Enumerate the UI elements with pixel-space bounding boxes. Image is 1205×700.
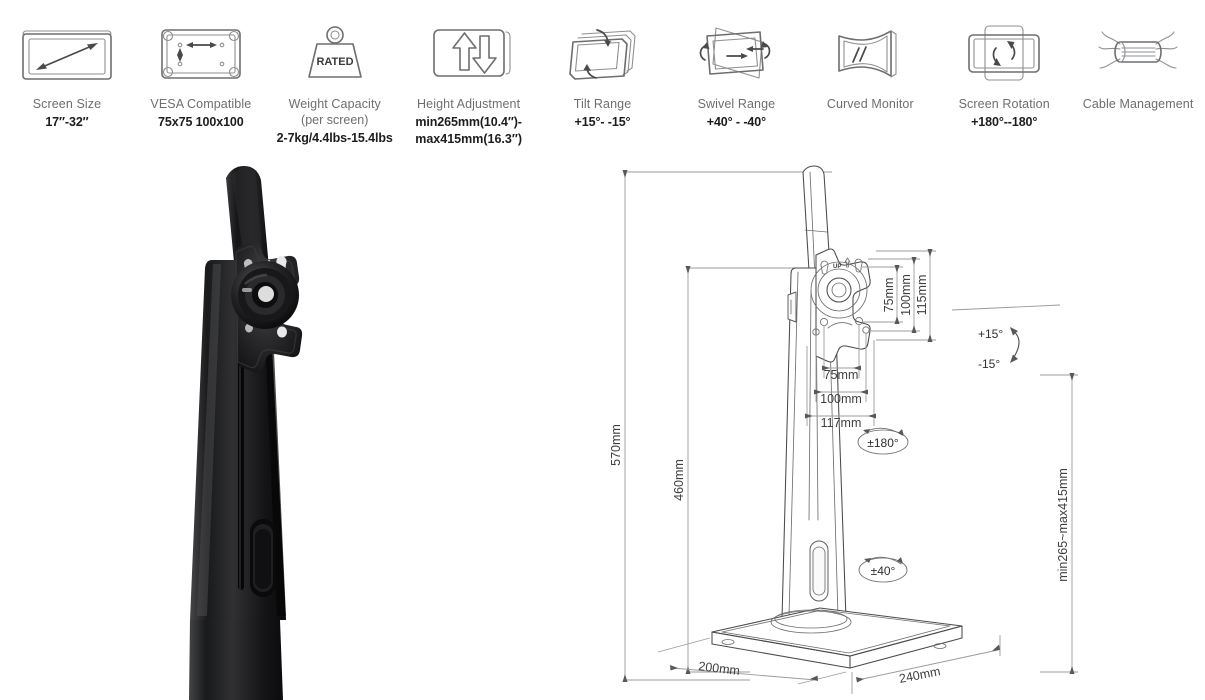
feature-label: Screen Size (32, 97, 102, 111)
dimension-plate-117mm: 117mm (805, 340, 876, 430)
rated-badge-text: RATED (316, 56, 353, 68)
dim-vesa-100mm-h: 100mm (820, 392, 862, 406)
dimension-vesa-100mm-v: 100mm (868, 257, 920, 333)
feature-swivel-range: Swivel Range +40° - -40° (669, 0, 803, 160)
dim-base-200mm: 200mm (698, 659, 741, 678)
dimension-200mm: 200mm (657, 637, 847, 685)
feature-label: Curved Monitor (826, 97, 914, 111)
swivel-screen-icon (681, 22, 791, 84)
weight-rated-icon: RATED (280, 22, 390, 84)
dimension-570mm: 570mm (609, 170, 832, 682)
feature-label: Height Adjustment (417, 97, 521, 111)
feature-label: Cable Management (1082, 97, 1194, 111)
dim-vesa-75mm-v: 75mm (882, 278, 896, 313)
dim-base-240mm: 240mm (898, 664, 942, 686)
cable-bundle-icon (1083, 22, 1193, 84)
feature-cable-management: Cable Management (1071, 0, 1205, 160)
feature-screen-rotation: Screen Rotation +180°--180° (937, 0, 1071, 160)
tilt-up-label: +15° (978, 327, 1003, 341)
dim-plate-117mm: 117mm (821, 416, 862, 430)
feature-label: Tilt Range (573, 97, 632, 111)
tilt-screen-icon (548, 22, 658, 84)
product-photo (0, 160, 600, 700)
feature-vesa-compatible: VESA Compatible 75x75 100x100 (134, 0, 268, 160)
dimension-height-range: min265~max415mm (1040, 373, 1078, 674)
feature-value: 17″-32″ (45, 115, 89, 129)
dim-vesa-75mm-h: 75mm (824, 368, 859, 382)
dimension-vesa-horizontal: 75mm (822, 324, 861, 382)
feature-value: +40° - -40° (706, 115, 767, 129)
feature-value: min265mm(10.4″)- (415, 115, 522, 129)
feature-icon-row: Screen Size 17″-32″ (0, 0, 1205, 160)
dimension-vesa-vertical: 75mm (862, 265, 903, 324)
feature-screen-size: Screen Size 17″-32″ (0, 0, 134, 160)
vesa-plate-icon (146, 22, 256, 84)
dimension-460mm: 460mm (672, 266, 822, 674)
annotation-tilt: +15° -15° (951, 304, 1061, 371)
tilt-down-label: -15° (978, 357, 1000, 371)
stand-base (711, 607, 963, 669)
dim-vesa-100mm-v: 100mm (899, 274, 913, 316)
up-down-arrows-icon (414, 22, 524, 84)
rotation-180-label: ±180° (867, 436, 899, 450)
dim-height-range-label: min265~max415mm (1056, 468, 1070, 582)
technical-drawing: 570mm 460mm min265~max415mm (600, 160, 1205, 700)
dimension-plate-115mm: 115mm (876, 249, 936, 342)
feature-weight-capacity: RATED Weight Capacity (per screen) 2-7kg… (268, 0, 402, 160)
feature-value: +15°- -15° (574, 115, 631, 129)
feature-label: Screen Rotation (958, 97, 1050, 111)
annotation-rotation-180: ±180° (857, 427, 909, 455)
feature-height-adjustment: Height Adjustment min265mm(10.4″)- max41… (402, 0, 536, 160)
feature-value: 75x75 100x100 (158, 115, 244, 129)
dim-plate-115mm: 115mm (915, 275, 929, 316)
up-marker-text: UP (833, 264, 841, 270)
feature-label: Weight Capacity (288, 97, 381, 111)
rotation-arrows-icon (949, 22, 1059, 84)
feature-sublabel: (per screen) (301, 113, 369, 127)
feature-value: +180°--180° (971, 115, 1038, 129)
feature-value: 2-7kg/4.4lbs-15.4lbs (276, 131, 393, 145)
curved-monitor-icon (815, 22, 925, 84)
swivel-40-label: ±40° (871, 564, 896, 578)
feature-tilt-range: Tilt Range +15°- -15° (536, 0, 670, 160)
feature-curved-monitor: Curved Monitor (803, 0, 937, 160)
dim-570mm-label: 570mm (609, 424, 623, 466)
annotation-swivel-40: ±40° (858, 556, 908, 583)
monitor-diagonal-icon (12, 22, 122, 84)
feature-value-2: max415mm(16.3″) (415, 132, 522, 146)
dimension-vesa-100mm-h: 100mm (814, 333, 868, 406)
feature-label: Swivel Range (697, 97, 776, 111)
dim-460mm-label: 460mm (672, 459, 686, 501)
feature-label: VESA Compatible (150, 97, 252, 111)
